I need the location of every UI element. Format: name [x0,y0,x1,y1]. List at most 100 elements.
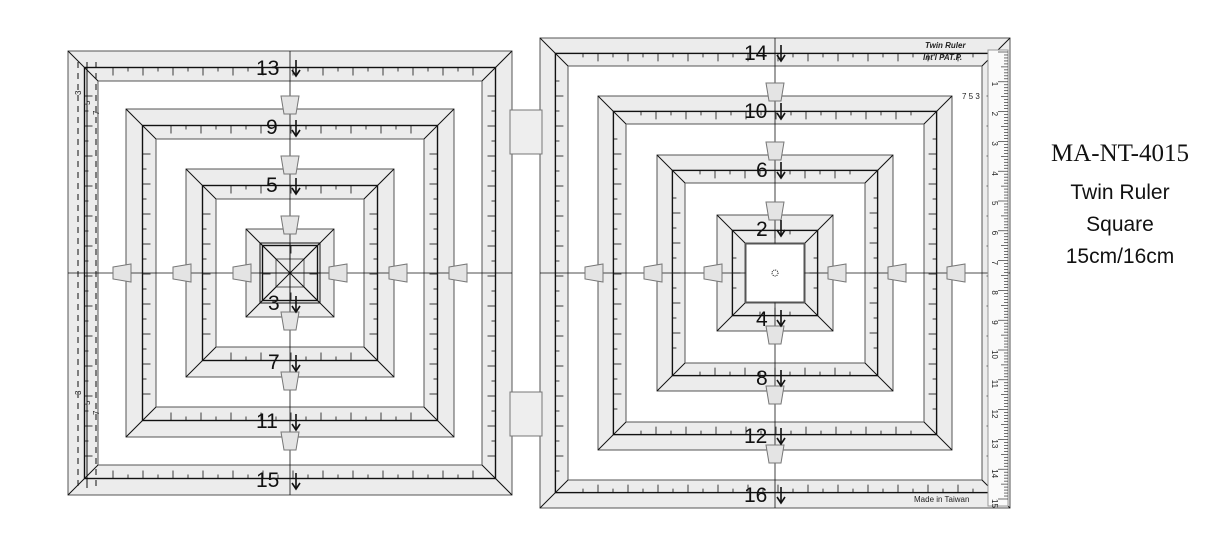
corner-diagonal [481,464,513,496]
scale-number: 4 [990,171,999,176]
scale-number: 1 [990,82,999,87]
label-16: 16 [744,484,767,507]
corner-diagonal [539,479,569,509]
scale-number: 3 [990,141,999,146]
size-labels: 13 9 5 3 7 11 15 14 10 6 2 4 8 12 16 Twi… [256,41,980,507]
down-arrow-icon [776,319,786,328]
corner-diagonal [656,154,686,184]
notch [887,263,907,283]
corner-diagonal [481,50,513,82]
corner-diagonal [185,346,217,378]
seam-label: 7 [92,110,101,115]
seam-label: 3 [74,90,83,95]
corner-diagonal [923,95,953,125]
down-arrow-icon [291,423,301,432]
corner-diagonal [423,108,455,140]
scale-number: 6 [990,231,999,236]
scale-number: 14 [990,469,999,478]
scale-number: 9 [990,320,999,325]
down-arrow-icon [776,437,786,446]
corner-diagonal [363,168,395,200]
scale-number: 5 [990,201,999,206]
down-arrow-icon [776,54,786,63]
scale-corner-marks: 7 5 3 [962,92,980,101]
notch [328,263,348,283]
product-name-line2: Square [1086,213,1154,236]
label-8: 8 [756,367,768,390]
seam-label: 5 [83,100,92,105]
label-14: 14 [744,42,768,65]
notch [765,201,785,221]
corner-diagonal [67,50,99,82]
corner-diagonal [423,406,455,438]
label-13: 13 [256,57,279,80]
corner-diagonal [864,154,894,184]
seam-label: 3 [74,390,83,395]
connector-tab [509,391,543,437]
corner-diagonal [804,302,834,332]
scale-number: 12 [990,410,999,419]
label-10: 10 [744,100,767,123]
corner-diagonal [67,464,99,496]
seam-label: 5 [83,400,92,405]
product-code: MA-NT-4015 [1051,140,1189,167]
notch [388,263,408,283]
down-arrow-icon [776,379,786,388]
notch [112,263,132,283]
corner-diagonal [864,362,894,392]
corner-diagonal [804,214,834,244]
notch [703,263,723,283]
notch [280,311,300,331]
connector-tabs [509,109,543,437]
notch [172,263,192,283]
notch [232,263,252,283]
notch [765,141,785,161]
label-7: 7 [268,351,280,374]
corner-diagonal [363,346,395,378]
down-arrow-icon [291,364,301,373]
label-2: 2 [756,218,768,241]
label-15: 15 [256,469,279,492]
label-11: 11 [256,410,278,433]
down-arrow-icon [291,187,301,196]
scale-number: 8 [990,290,999,295]
center-window [745,243,805,303]
scale-number: 2 [990,112,999,117]
down-arrow-icon [776,171,786,180]
down-arrow-icon [776,496,786,505]
scale-number: 11 [990,380,999,389]
center-point-icon [771,269,779,277]
scale-number: 7 [990,261,999,266]
notch [280,431,300,451]
corner-diagonal [539,37,569,67]
notch [765,325,785,345]
notch [280,371,300,391]
label-9: 9 [266,116,278,139]
corner-diagonal [125,108,157,140]
label-5: 5 [266,174,278,197]
scale-number: 13 [990,439,999,448]
notch [584,263,604,283]
corner-diagonal [597,421,627,451]
corner-diagonal [716,214,746,244]
corner-diagonal [656,362,686,392]
made-in-taiwan: Made in Taiwan [914,495,969,504]
notch [643,263,663,283]
notch [765,444,785,464]
notch [280,95,300,115]
down-arrow-icon [776,229,786,238]
down-arrow-icon [291,129,301,138]
corner-diagonal [185,168,217,200]
scale-strip [987,49,1009,507]
down-arrow-icon [291,305,301,314]
corner-diagonal [716,302,746,332]
corner-diagonal [923,421,953,451]
notch [765,385,785,405]
patent-text: Int'l PAT.P. [923,53,962,62]
right-ruler-16cm [291,37,1011,509]
corner-diagonal [597,95,627,125]
product-name-line1: Twin Ruler [1070,181,1170,204]
left-ruler-15cm [67,50,513,496]
